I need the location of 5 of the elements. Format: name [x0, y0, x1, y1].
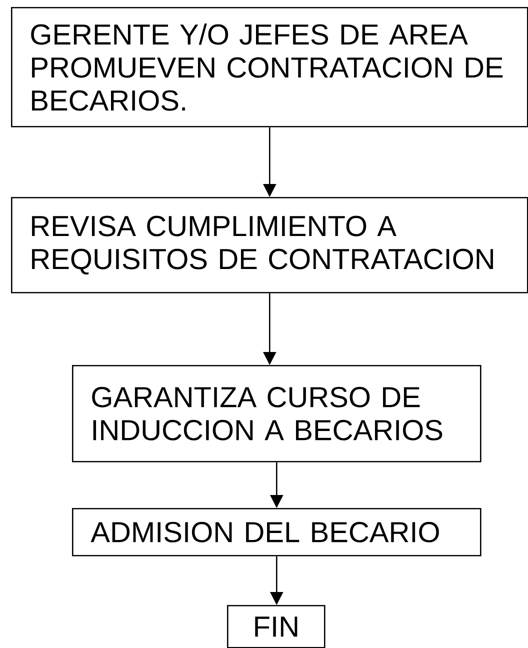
process-box: ADMISION DEL BECARIO — [72, 508, 482, 556]
process-box: FIN — [227, 605, 326, 648]
process-box: GARANTIZA CURSO DE INDUCCION A BECARIOS — [72, 365, 482, 462]
process-box: GERENTE Y/O JEFES DE AREA PROMUEVEN CONTRATACION DE BECARIOS. — [11, 7, 528, 128]
process-box: REVISA CUMPLIMIENTO A REQUISITOS DE CONTRATACION — [11, 197, 528, 294]
